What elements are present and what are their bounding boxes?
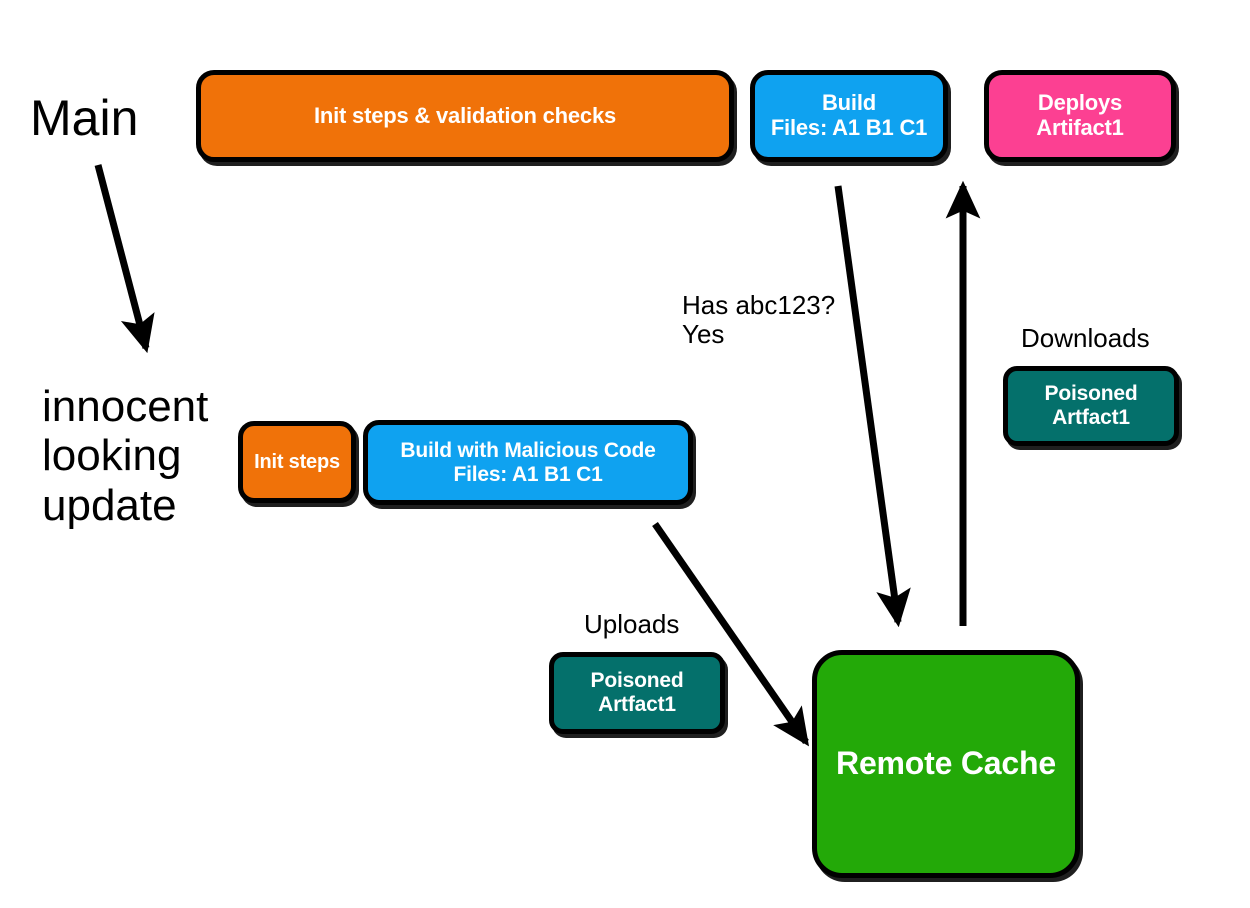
- node-build-with-malicious-code[interactable]: Build with Malicious Code Files: A1 B1 C…: [363, 420, 693, 505]
- edge-label-cache-query: Has abc123? Yes: [682, 290, 836, 350]
- arrow-main-to-feature: [94, 164, 155, 354]
- node-build-main[interactable]: Build Files: A1 B1 C1: [750, 70, 948, 162]
- node-remote-cache[interactable]: Remote Cache: [812, 650, 1080, 878]
- node-init-steps-and-validation-checks[interactable]: Init steps & validation checks: [196, 70, 734, 162]
- edge-label-downloads: Downloads: [1021, 323, 1150, 353]
- node-init-steps[interactable]: Init steps: [238, 421, 356, 503]
- node-deploys-artifact[interactable]: Deploys Artifact1: [984, 70, 1176, 162]
- node-poisoned-artifact-uploaded[interactable]: Poisoned Artfact1: [549, 652, 725, 734]
- lane-label-main: Main: [30, 90, 139, 146]
- arrow-build-to-cache: [834, 185, 911, 628]
- lane-label-feature-branch: innocent looking update: [42, 382, 209, 530]
- node-poisoned-artifact-downloaded[interactable]: Poisoned Artfact1: [1003, 366, 1179, 446]
- edge-label-uploads: Uploads: [584, 609, 680, 639]
